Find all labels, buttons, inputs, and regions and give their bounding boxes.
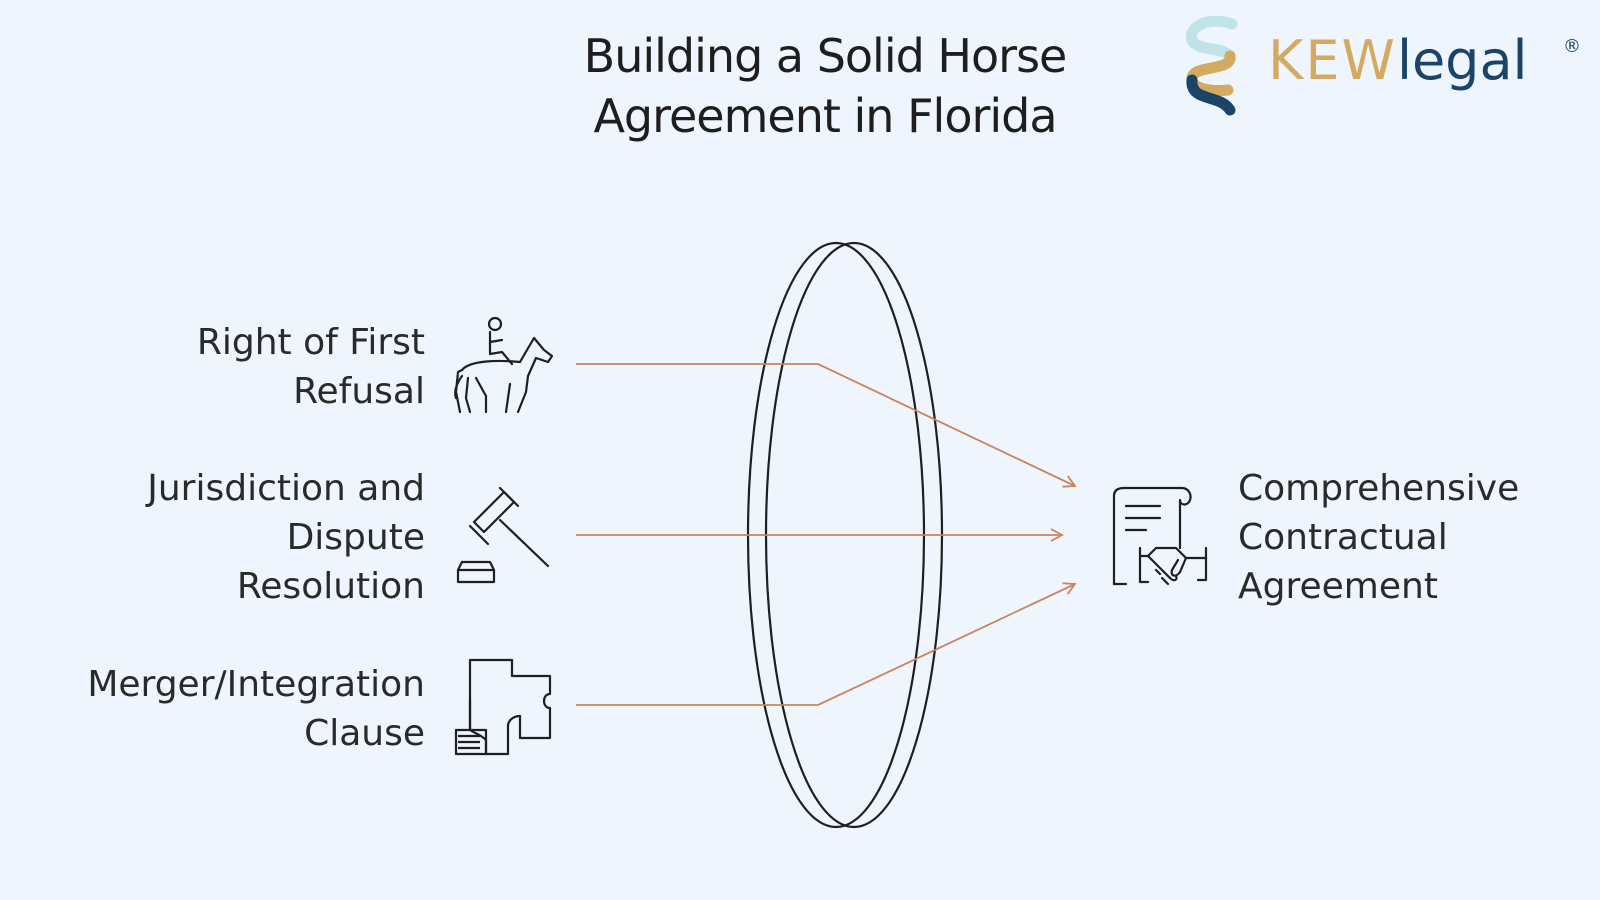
gavel-icon [456,486,550,584]
label-line: Dispute [286,517,425,558]
label-line: Jurisdiction and [147,468,425,509]
label-line: Merger/Integration [87,664,425,705]
logo-legal: legal [1396,29,1528,92]
title-line-1: Building a Solid Horse [583,29,1068,83]
label-line: Contractual [1238,517,1448,558]
label-right-of-first-refusal: Right of First Refusal [197,318,425,416]
logo-wordmark: KEWlegal [1268,28,1528,94]
logo-registered-mark: ® [1563,36,1581,57]
kew-legal-logo: KEWlegal ® [1180,14,1590,116]
arrows [576,363,1077,706]
label-comprehensive-contractual-agreement: Comprehensive Contractual Agreement [1238,464,1519,611]
puzzle-document-icon [454,658,552,756]
label-line: Resolution [236,566,425,607]
label-line: Agreement [1238,566,1438,607]
label-merger-integration-clause: Merger/Integration Clause [87,660,425,758]
arrow-right-of-first-refusal [576,363,1077,488]
label-line: Comprehensive [1238,468,1520,509]
label-jurisdiction-dispute-resolution: Jurisdiction and Dispute Resolution [147,464,425,611]
logo-swirl-icon [1186,16,1238,116]
contract-handshake-icon [1112,486,1208,586]
page-title: Building a Solid Horse Agreement in Flor… [500,26,1150,146]
logo-kew: KEW [1268,29,1397,92]
label-line: Right of First [196,322,425,363]
label-line: Refusal [293,371,425,412]
title-line-2: Agreement in Florida [593,89,1057,143]
arrow-merger-clause [576,582,1077,706]
horse-rider-icon [454,316,554,414]
label-line: Clause [304,713,425,754]
